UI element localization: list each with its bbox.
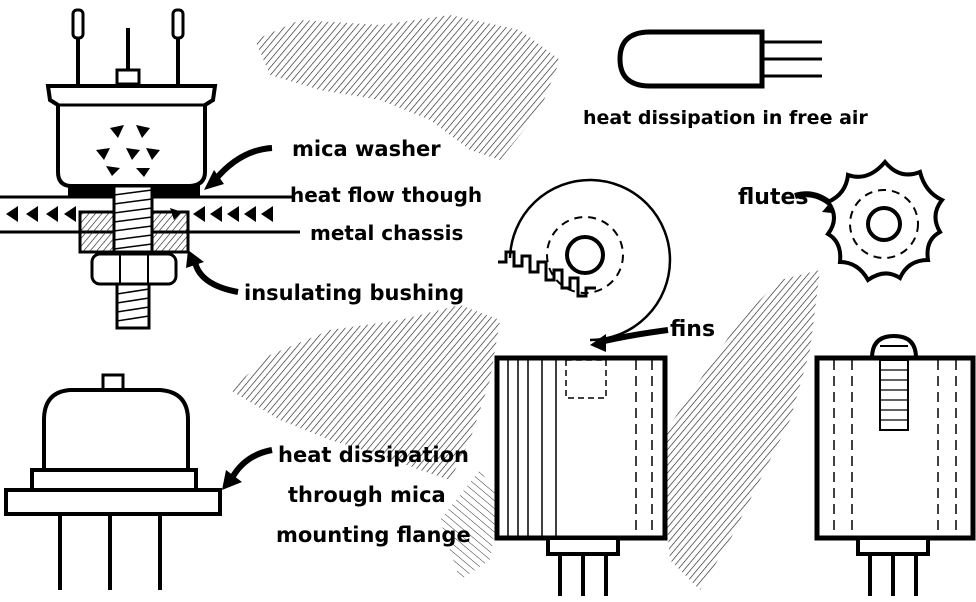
label-heat-flow-2: metal chassis [310, 221, 463, 245]
label-heat-flow-1: heat flow though [290, 183, 482, 207]
free-air-component [620, 32, 822, 86]
label-fins: fins [670, 317, 715, 342]
label-flutes: flutes [738, 185, 809, 210]
flange-transistor [6, 375, 220, 590]
label-flange-1: heat dissipation [278, 443, 469, 467]
label-mica-washer: mica washer [292, 137, 441, 161]
label-free-air: heat dissipation in free air [583, 107, 868, 129]
finned-heat-sink [497, 180, 670, 596]
fluted-heat-sink [817, 162, 973, 596]
label-flange-2: through mica [288, 483, 446, 507]
label-insulating-bushing: insulating bushing [244, 281, 464, 305]
label-flange-3: mounting flange [276, 523, 471, 547]
